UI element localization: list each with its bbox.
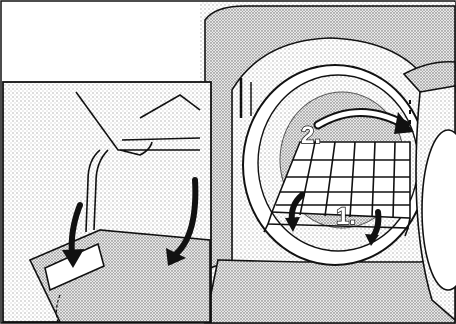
- step-1-label: 1.: [336, 203, 356, 230]
- step-2-label: 2.: [301, 122, 321, 149]
- detail-inset: [3, 82, 211, 322]
